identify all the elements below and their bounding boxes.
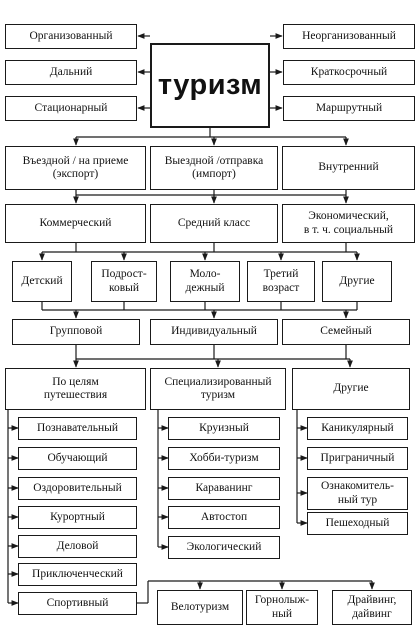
children-box: Детский <box>12 261 72 302</box>
stationary-box: Стационарный <box>5 96 137 121</box>
business-box: Деловой <box>18 535 137 558</box>
resort-box: Курортный <box>18 506 137 529</box>
sport-box: Спортивный <box>18 592 137 615</box>
economic-box: Экономический, в т. ч. социальный <box>282 204 415 243</box>
individual-box: Индивидуальный <box>150 319 278 345</box>
commercial-box: Коммерческий <box>5 204 146 243</box>
by-purpose-box: По целям путешествия <box>5 368 146 410</box>
inbound-box: Въездной / на приеме (экспорт) <box>5 146 146 190</box>
border-box: Приграничный <box>307 447 408 470</box>
youth-box: Моло- дежный <box>170 261 240 302</box>
third-age-box: Третий возраст <box>247 261 315 302</box>
cruise-box: Круизный <box>168 417 280 440</box>
ecological-box: Экологический <box>168 536 280 559</box>
hobby-box: Хобби-туризм <box>168 447 280 470</box>
cycling-box: Велотуризм <box>157 590 243 625</box>
other-age-box: Другие <box>322 261 392 302</box>
long-distance-box: Дальний <box>5 60 137 85</box>
unorganized-box: Неорганизованный <box>283 24 415 49</box>
caravanning-box: Караванинг <box>168 477 280 500</box>
group-box: Групповой <box>12 319 140 345</box>
vacation-box: Каникулярный <box>307 417 408 440</box>
domestic-box: Внутренний <box>282 146 415 190</box>
hitchhiking-box: Автостоп <box>168 506 280 529</box>
route-box: Маршрутный <box>283 96 415 121</box>
page-title: туризм <box>150 43 270 128</box>
specialized-box: Специализированный туризм <box>150 368 286 410</box>
organized-box: Организованный <box>5 24 137 49</box>
skiing-box: Горнолыж- ный <box>246 590 318 625</box>
educational-box: Обучающий <box>18 447 137 470</box>
cognitive-box: Познавательный <box>18 417 137 440</box>
short-term-box: Краткосрочный <box>283 60 415 85</box>
teen-box: Подрост- ковый <box>91 261 157 302</box>
adventure-box: Приключенческий <box>18 563 137 586</box>
family-box: Семейный <box>282 319 410 345</box>
other-category-box: Другие <box>292 368 410 410</box>
health-box: Оздоровительный <box>18 477 137 500</box>
hiking-box: Пешеходный <box>307 512 408 535</box>
familiarization-box: Ознакомитель- ный тур <box>307 477 408 510</box>
driving-diving-box: Драйвинг, дайвинг <box>332 590 412 625</box>
outbound-box: Выездной /отправка (импорт) <box>150 146 278 190</box>
middle-class-box: Средний класс <box>150 204 278 243</box>
